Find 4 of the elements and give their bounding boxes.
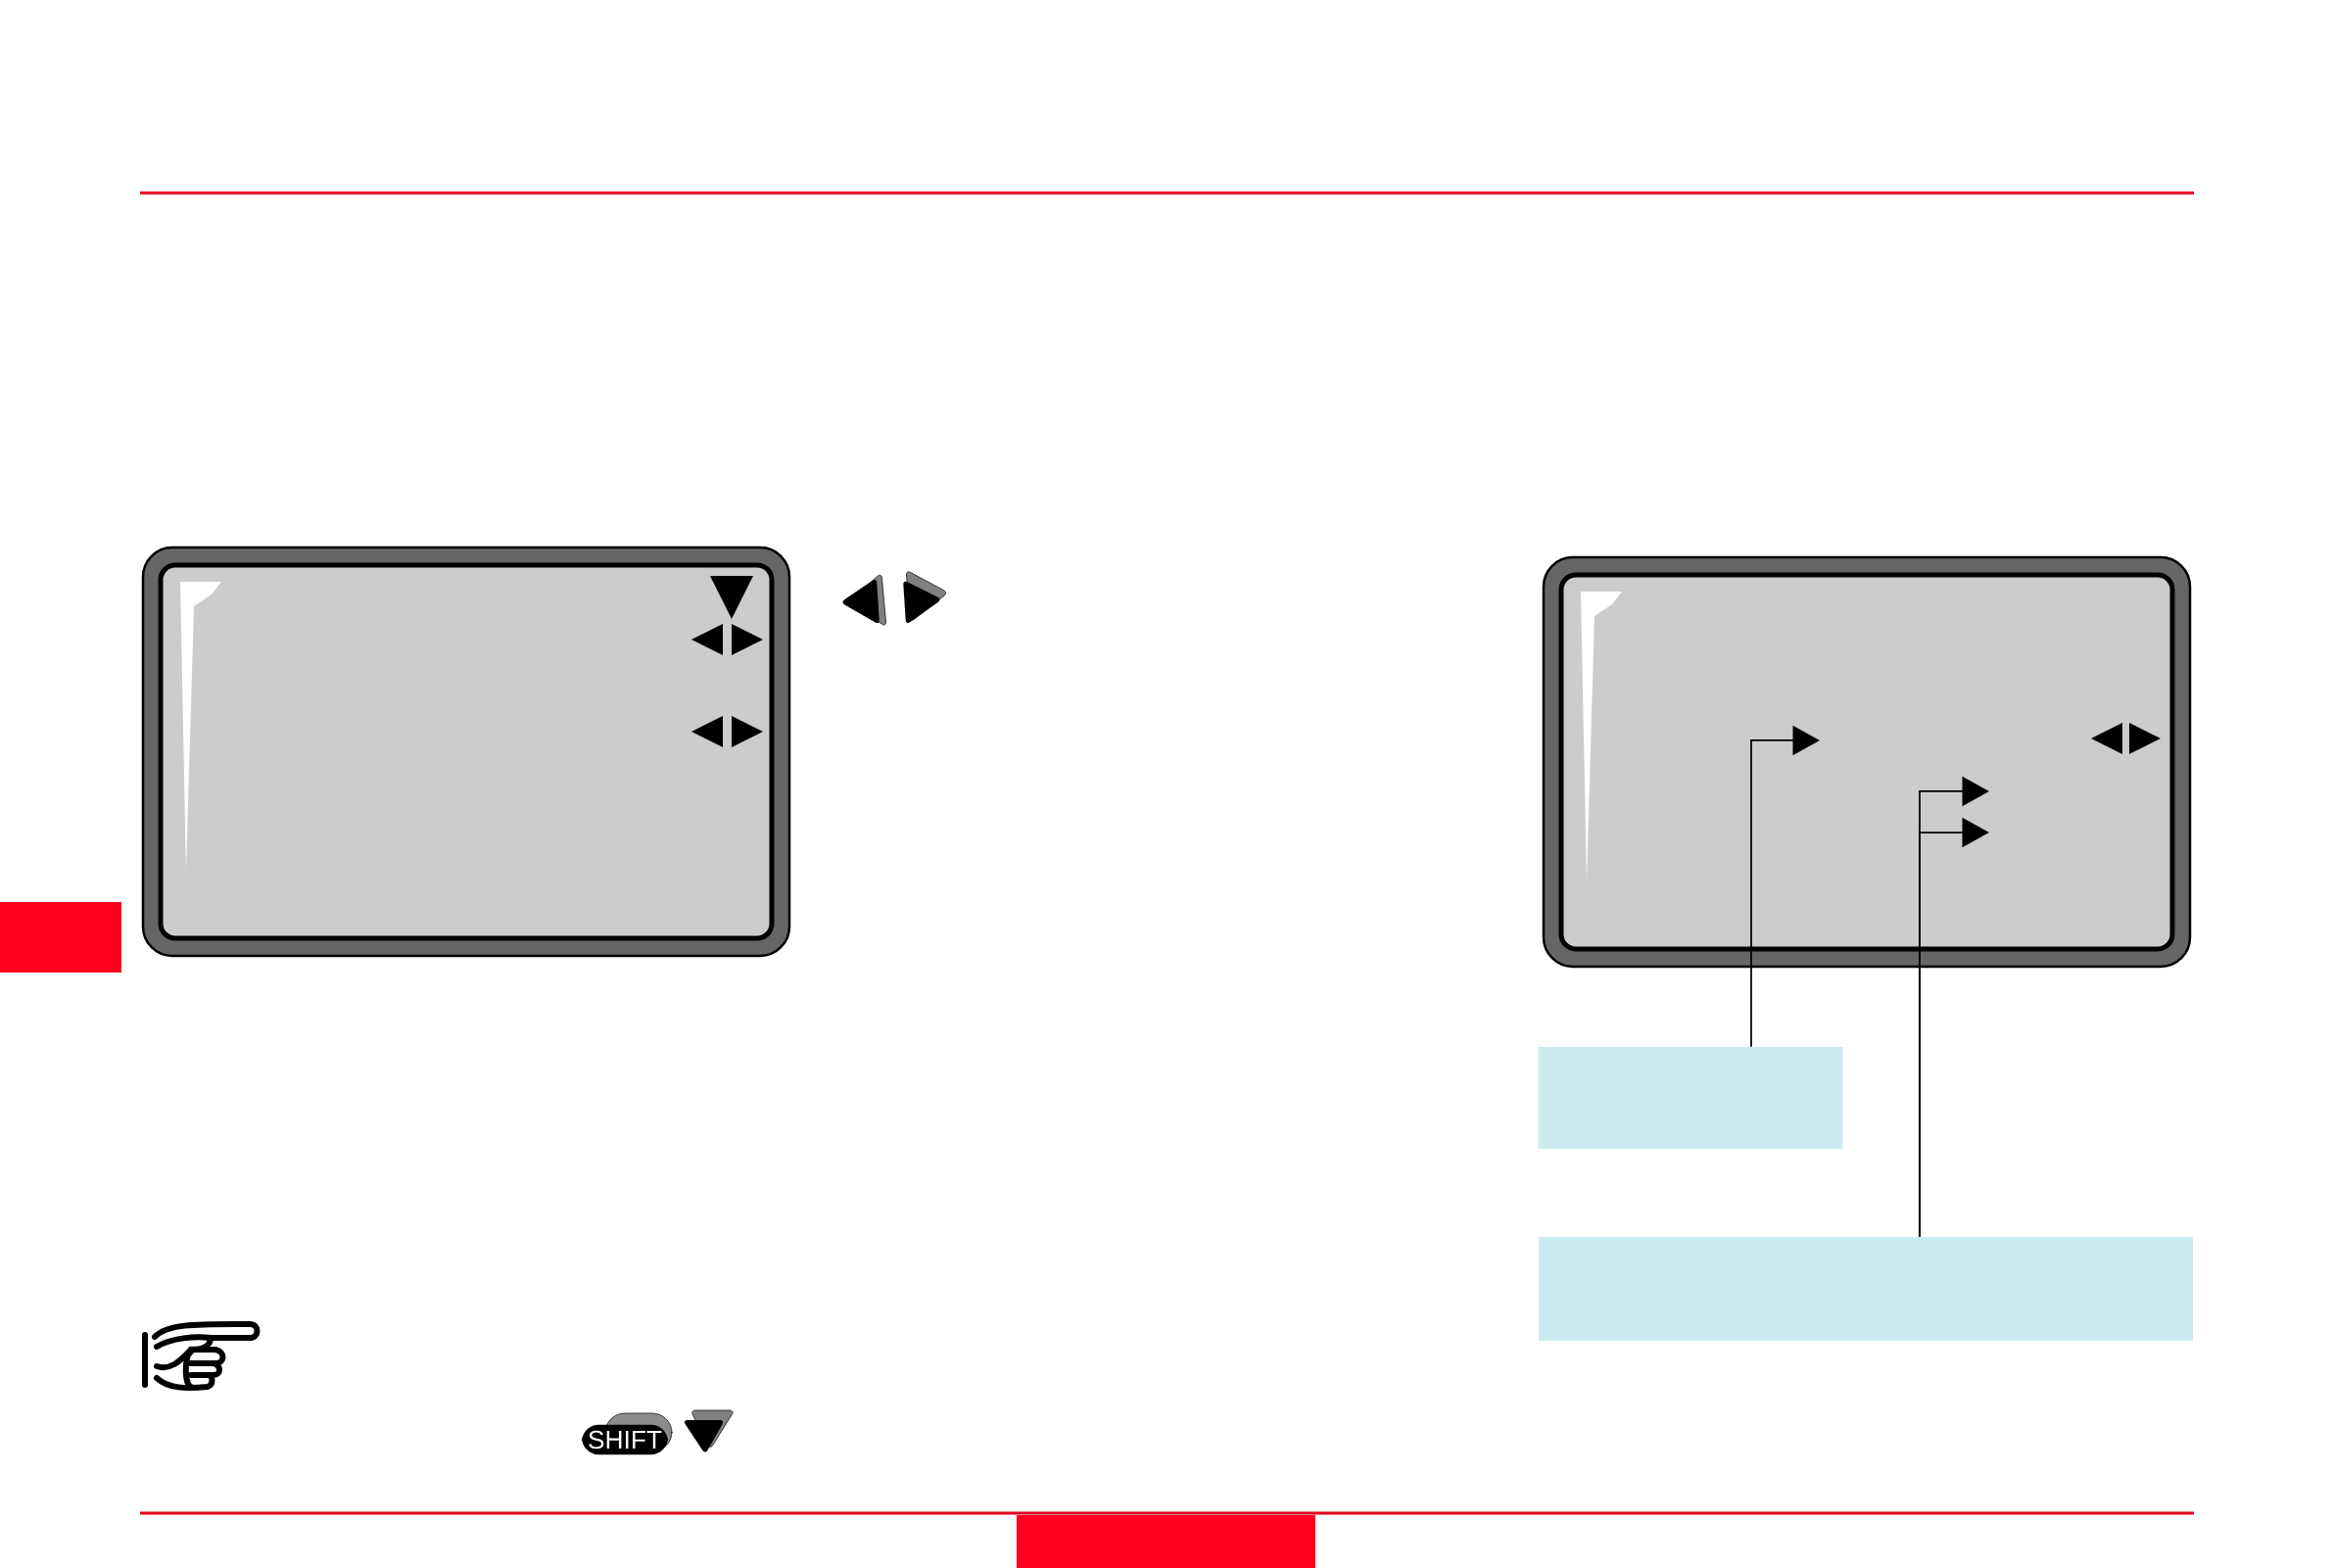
leader-line [1750, 725, 1820, 1048]
callout-box [1538, 1047, 1843, 1149]
shift-key: SHIFT [581, 1412, 673, 1455]
callout-box [1539, 1237, 2193, 1341]
